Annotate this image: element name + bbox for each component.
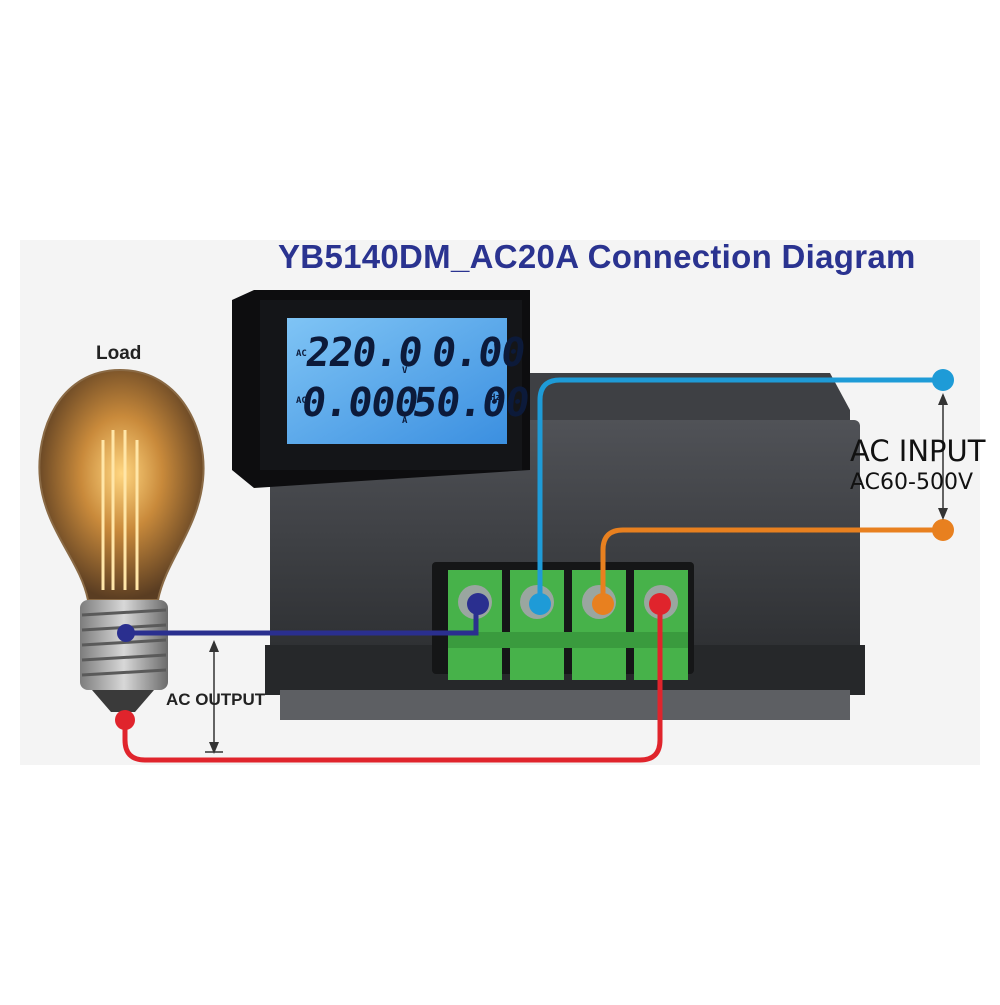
wire-red xyxy=(122,604,663,763)
lcd-power-unit: W xyxy=(494,343,500,353)
ac-output-label: AC OUTPUT xyxy=(166,690,266,709)
ac-output-arrow xyxy=(205,640,223,754)
lcd-screen xyxy=(287,318,507,444)
lcd-frequency-unit: Hz xyxy=(490,393,501,403)
lcd-current-tag: AC xyxy=(296,396,307,406)
lcd-voltage-unit: V xyxy=(402,366,408,376)
wire-blue-input-dot xyxy=(932,369,954,391)
wire-navy-terminal-dot xyxy=(467,593,489,615)
terminal-block xyxy=(432,562,694,680)
load-label: Load xyxy=(96,343,142,364)
wire-navy-load-dot xyxy=(117,624,135,642)
ac-input-label: AC INPUT xyxy=(850,434,986,468)
lcd-voltage-tag: AC xyxy=(296,349,307,359)
ac-input-arrow xyxy=(938,393,948,520)
lcd-frequency-value: 50.00 xyxy=(409,380,532,426)
diagram-title: YB5140DM_AC20A Connection Diagram xyxy=(278,238,916,275)
lcd-power-value: 0.00 xyxy=(428,330,528,376)
wire-orange xyxy=(600,527,943,602)
lcd-current-unit: A xyxy=(402,416,408,426)
ac-input-range: AC60-500V xyxy=(850,470,973,495)
wire-orange-input-dot xyxy=(932,519,954,541)
meter-box xyxy=(265,373,865,720)
wire-blue xyxy=(537,377,943,602)
wire-blue-terminal-dot xyxy=(529,593,551,615)
wire-red-load-dot xyxy=(115,710,135,730)
wire-red-terminal-dot xyxy=(649,593,671,615)
wire-orange-terminal-dot xyxy=(592,593,614,615)
lcd-display-unit xyxy=(232,290,530,488)
